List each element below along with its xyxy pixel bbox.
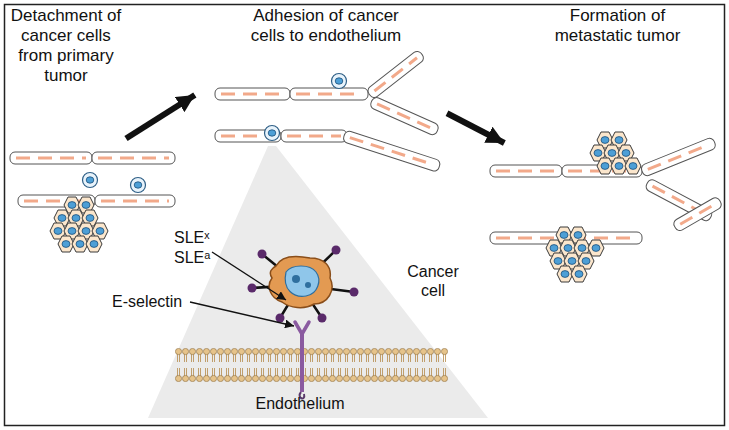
ligand-stalk bbox=[252, 250, 354, 318]
e-selectin-receptor bbox=[295, 322, 309, 398]
endothelial-nuclei bbox=[680, 204, 715, 224]
endothelial-nuclei bbox=[98, 157, 169, 160]
part-label: SLEᵃ bbox=[174, 248, 224, 267]
stage-heading: Detachment of cancer cells from primary … bbox=[7, 6, 125, 86]
blood-vessel bbox=[10, 152, 175, 207]
vessel-wall bbox=[366, 49, 425, 99]
endothelial-nuclei bbox=[648, 145, 709, 170]
vessel-wall bbox=[490, 165, 562, 177]
endothelial-nuclei bbox=[287, 135, 341, 138]
chromatin bbox=[292, 275, 300, 283]
stage-heading: Adhesion of cancer cells to endothelium bbox=[236, 6, 416, 46]
receptor-head bbox=[295, 322, 309, 334]
vessel-wall bbox=[369, 96, 440, 136]
tumor-cell bbox=[86, 236, 102, 252]
endothelial-nuclei bbox=[296, 93, 362, 96]
vessel-wall bbox=[281, 130, 347, 142]
leader-line bbox=[190, 302, 294, 326]
stage-heading: Formation of metastatic tumor bbox=[543, 6, 693, 46]
stage-panel: Adhesion of cancer cells to endothelium bbox=[205, 6, 447, 171]
stage-panel: Detachment of cancer cells from primary … bbox=[6, 6, 126, 256]
endothelial-nuclei bbox=[350, 138, 434, 165]
stage-arrow bbox=[447, 113, 504, 143]
stage-arrow bbox=[126, 95, 195, 139]
endothelial-nuclei bbox=[374, 58, 417, 91]
cancer-cell-detail bbox=[248, 246, 359, 323]
zoom-wedge bbox=[148, 146, 488, 418]
vessel-wall bbox=[342, 130, 441, 172]
endothelial-nuclei bbox=[496, 237, 560, 240]
vessel-wall bbox=[640, 137, 717, 177]
endothelial-nuclei bbox=[377, 104, 432, 128]
vessel-wall bbox=[215, 88, 290, 100]
metastatic-tumor bbox=[546, 227, 604, 282]
sle-ligand bbox=[332, 246, 341, 255]
chromatin bbox=[305, 282, 311, 288]
endothelial-nuclei bbox=[16, 157, 86, 160]
sle-ligand bbox=[276, 314, 285, 323]
vessel-wall bbox=[290, 88, 368, 100]
figure-frame bbox=[5, 5, 725, 426]
sle-ligand bbox=[318, 314, 327, 323]
tumor-cell bbox=[625, 158, 641, 174]
adhering-cell bbox=[265, 126, 280, 141]
receptor-stem bbox=[300, 332, 304, 392]
endothelial-nuclei bbox=[221, 93, 284, 96]
cancer-cell-body bbox=[269, 256, 332, 307]
vessel-wall bbox=[92, 152, 175, 164]
sle-ligand bbox=[248, 284, 257, 293]
stage-panel: Formation of metastatic tumor bbox=[515, 6, 720, 291]
blood-vessel bbox=[490, 137, 723, 244]
vessel-wall bbox=[672, 196, 723, 232]
leader-line bbox=[212, 252, 286, 300]
tumor-cell bbox=[571, 266, 587, 282]
endothelial-nuclei bbox=[101, 200, 169, 203]
circulating-cell bbox=[131, 178, 146, 193]
adhering-cell bbox=[332, 74, 347, 89]
metastatic-tumor bbox=[590, 132, 641, 174]
part-label: E-selectin bbox=[112, 292, 192, 311]
part-label: SLEˣ bbox=[174, 228, 224, 247]
cancer-cell-nucleus bbox=[285, 266, 319, 296]
circulating-cell bbox=[83, 173, 98, 188]
sle-ligand bbox=[258, 250, 267, 259]
lipid-bilayer bbox=[175, 348, 448, 382]
vessel-wall bbox=[95, 195, 175, 207]
blood-vessel bbox=[215, 49, 441, 172]
sle-ligand bbox=[350, 288, 359, 297]
endothelial-nuclei bbox=[496, 170, 556, 173]
vessel-wall bbox=[10, 152, 92, 164]
part-label: Endothelium bbox=[245, 394, 355, 413]
part-label: Cancer cell bbox=[402, 262, 464, 300]
primary-tumor bbox=[50, 197, 108, 252]
